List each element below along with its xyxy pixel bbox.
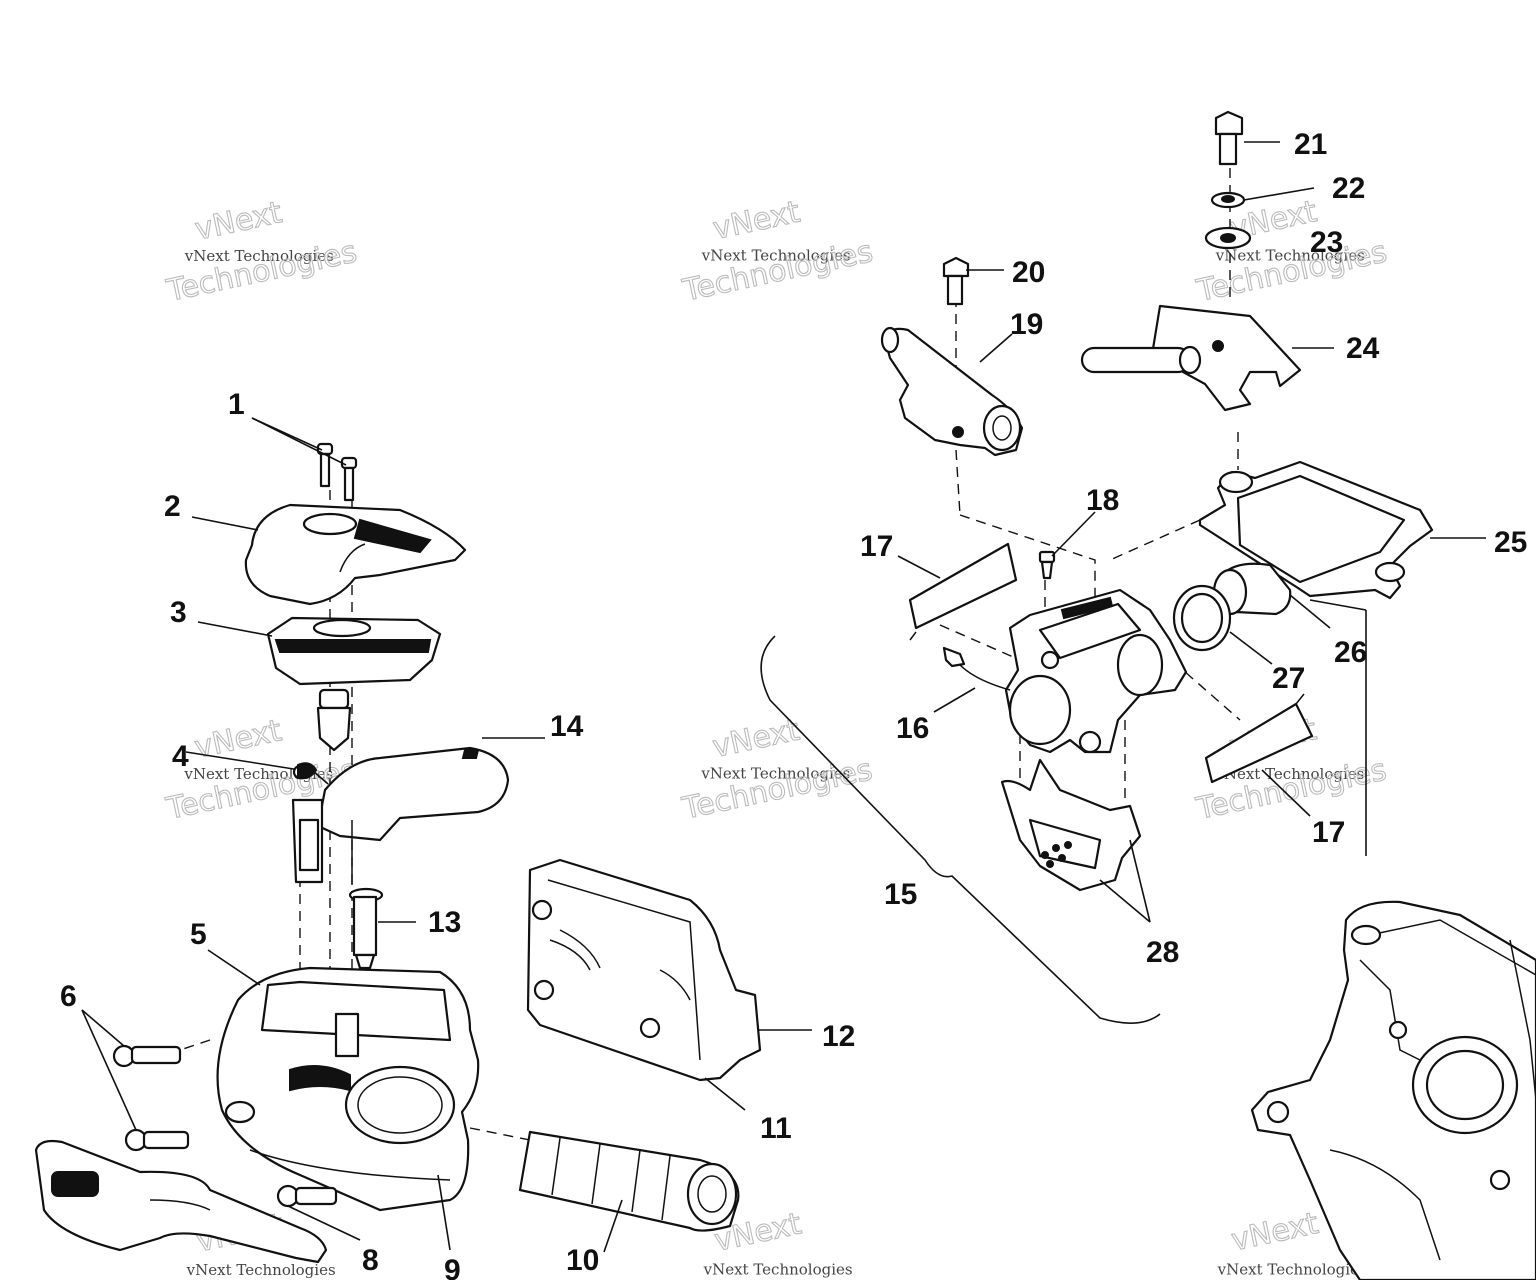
part-9-brake-lever — [34, 1139, 328, 1264]
callout-19: 19 — [1010, 308, 1043, 341]
assembly-15-brace — [760, 635, 1161, 1024]
callout-25: 25 — [1494, 526, 1527, 559]
callout-20: 20 — [1012, 256, 1045, 289]
callout-17-upper: 17 — [860, 530, 893, 563]
watermark-3-line-2: vNext Technologies — [1215, 247, 1365, 265]
part-19-banjo-fitting — [880, 326, 1024, 457]
watermark-6-line-2: vNext Technologies — [1214, 765, 1364, 783]
callout-21: 21 — [1294, 128, 1327, 161]
fork-leg-housing — [1250, 900, 1536, 1280]
part-3-diaphragm — [266, 616, 442, 686]
part-8-screw — [276, 1184, 338, 1208]
part-13-pin — [348, 887, 384, 970]
callout-15: 15 — [884, 878, 917, 911]
watermark-2: vNext vNext Technologies Technologies — [679, 194, 877, 309]
watermark-5-line-2: vNext Technologies — [700, 765, 850, 783]
caliper-body — [949, 588, 1188, 754]
callout-17-lower: 17 — [1312, 816, 1345, 849]
callout-labels: 1 2 3 4 5 6 8 9 10 11 12 13 14 15 16 17 … — [60, 128, 1527, 1280]
callout-5: 5 — [190, 918, 207, 951]
callout-10: 10 — [566, 1244, 599, 1277]
part-24-hose-guide — [1080, 304, 1302, 412]
piston-small — [316, 688, 352, 752]
callout-13: 13 — [428, 906, 461, 939]
part-18-bleeder-screw — [1038, 550, 1056, 580]
watermark-5: vNext vNext Technologies Technologies — [678, 712, 876, 827]
watermark-8: vNext vNext Technologies — [703, 1206, 853, 1279]
part-23-washer — [1204, 226, 1252, 250]
watermark-1-line-1: vNext — [192, 195, 285, 248]
part-17-pad-clip-upper — [908, 542, 1018, 641]
part-5-master-cylinder-housing — [216, 966, 480, 1212]
part-2-reservoir-cap — [244, 503, 467, 606]
watermark-1-line-2: vNext Technologies — [184, 247, 334, 265]
callout-3: 3 — [170, 596, 187, 629]
part-27-piston-seal — [1172, 584, 1232, 652]
part-25-caliper-bracket — [1198, 460, 1434, 600]
callout-26: 26 — [1334, 636, 1367, 669]
part-21-bolt — [1214, 110, 1244, 166]
watermark-9-line-1: vNext — [1228, 1206, 1321, 1259]
callout-9: 9 — [444, 1254, 461, 1280]
part-20-bolt — [942, 256, 970, 306]
callout-6: 6 — [60, 980, 77, 1013]
callout-28: 28 — [1146, 936, 1179, 969]
callout-2: 2 — [164, 490, 181, 523]
watermark-7-line-2: vNext Technologies — [186, 1261, 336, 1279]
callout-16: 16 — [896, 712, 929, 745]
callout-23: 23 — [1310, 226, 1343, 259]
watermark-1-line-3: Technologies — [163, 234, 360, 309]
watermark-9-line-2: vNext Technologies — [1217, 1261, 1367, 1279]
watermark-2-line-3: Technologies — [679, 234, 876, 309]
watermark-2-line-2: vNext Technologies — [701, 247, 851, 265]
part-28-brake-pad — [1000, 758, 1142, 892]
part-1-screws — [316, 442, 358, 502]
callout-11: 11 — [760, 1112, 792, 1145]
callout-8: 8 — [362, 1244, 379, 1277]
part-16-line-stub — [942, 646, 966, 668]
watermark-8-line-2: vNext Technologies — [703, 1260, 853, 1278]
part-6-screws — [112, 1044, 190, 1152]
callout-12: 12 — [822, 1020, 855, 1053]
callout-1: 1 — [228, 388, 245, 421]
callout-4: 4 — [172, 740, 189, 773]
watermark-4-line-1: vNext — [192, 713, 285, 766]
watermark-1: vNext vNext Technologies Technologies — [163, 195, 361, 310]
callout-18: 18 — [1086, 484, 1119, 517]
part-17-pad-clip-lower — [1204, 693, 1314, 784]
watermark-5-line-3: Technologies — [679, 752, 876, 827]
part-10-piston — [518, 1130, 740, 1232]
watermark-2-line-1: vNext — [710, 195, 803, 248]
part-4-spring — [185, 751, 329, 785]
callout-22: 22 — [1332, 172, 1365, 205]
part-22-lock-washer — [1210, 191, 1246, 209]
callout-14: 14 — [550, 710, 584, 743]
part-11-12-cover — [526, 858, 762, 1082]
callout-24: 24 — [1346, 332, 1380, 365]
callout-27: 27 — [1272, 662, 1305, 695]
leader-lines — [81, 141, 1486, 1253]
part-14-lever-arm — [291, 746, 510, 885]
